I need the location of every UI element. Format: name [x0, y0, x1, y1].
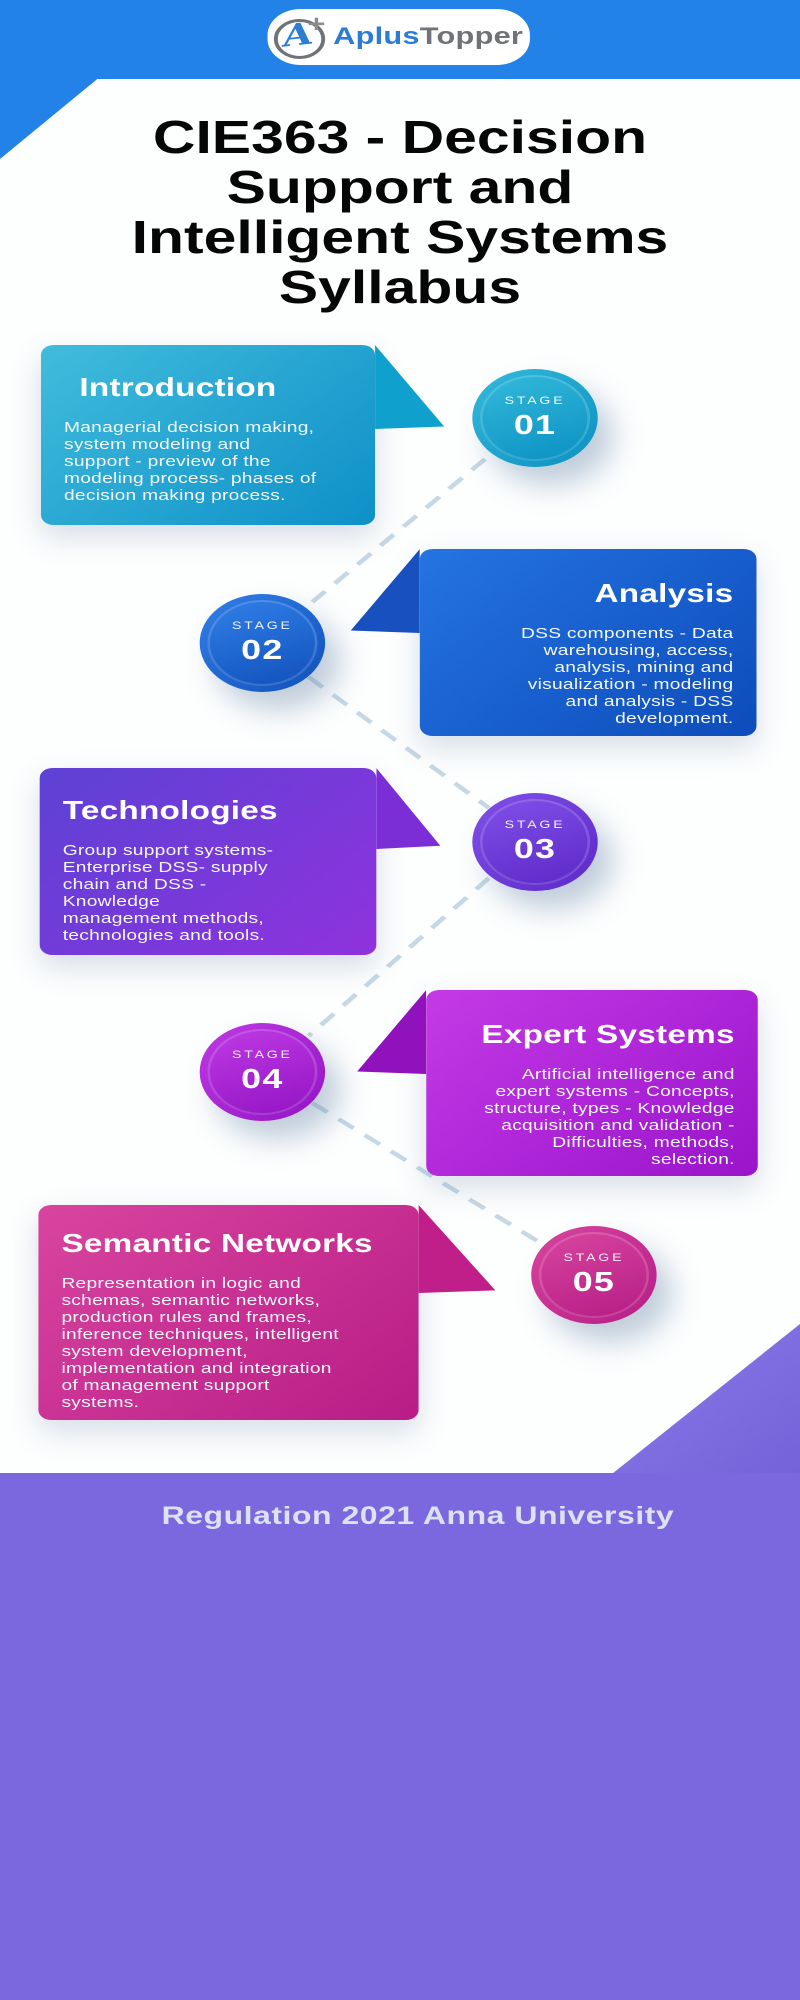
stage-1-badge-inner: STAGE 01 — [480, 375, 591, 461]
stage-4-body: Artificial intelligence and expert syste… — [484, 1066, 735, 1168]
page-title: CIE363 - Decision Support and Intelligen… — [0, 112, 800, 312]
stage-5-badge: STAGE 05 — [531, 1226, 657, 1324]
stage-1-label: STAGE — [504, 395, 566, 407]
a-plus-circle-icon: A + — [274, 11, 326, 59]
stage-2-badge-inner: STAGE 02 — [207, 600, 318, 686]
stage-3-title: Technologies — [62, 795, 278, 825]
stage-3-card: Technologies Group support systems- Ente… — [39, 768, 377, 955]
stage-2-badge: STAGE 02 — [199, 594, 326, 692]
page-title-line-3: Intelligent Systems — [131, 211, 669, 263]
stage-3-badge-inner: STAGE 03 — [480, 799, 591, 885]
page-title-line-4: Syllabus — [278, 261, 522, 313]
stage-1-number: 01 — [513, 409, 557, 440]
stage-1-badge: STAGE 01 — [472, 369, 598, 467]
stage-4-label: STAGE — [232, 1049, 293, 1061]
logo-wordmark: AplusTopper — [333, 23, 523, 51]
stage-4-badge: STAGE 04 — [199, 1023, 326, 1121]
connector-line-4 — [310, 1101, 546, 1247]
logo-plus-glyph: + — [307, 11, 326, 38]
stage-2-body: DSS components - Data warehousing, acces… — [521, 625, 734, 727]
stage-3-label: STAGE — [504, 819, 566, 831]
stage-4-badge-inner: STAGE 04 — [207, 1029, 318, 1115]
stage-5-card: Semantic Networks Representation in logi… — [38, 1205, 419, 1420]
logo-ring-icon — [274, 19, 326, 59]
stage-2-title: Analysis — [594, 578, 734, 608]
stage-1-body: Managerial decision making, system model… — [64, 419, 317, 504]
stage-3-body: Group support systems- Enterprise DSS- s… — [62, 842, 274, 944]
stage-4-title: Expert Systems — [481, 1019, 735, 1049]
stage-5-label: STAGE — [563, 1252, 625, 1264]
aplustopper-logo: A + AplusTopper — [267, 9, 530, 65]
connector-line-1 — [310, 457, 487, 604]
stage-3-number: 03 — [513, 833, 557, 864]
logo-wordmark-topper: Topper — [419, 23, 524, 50]
connector-line-3 — [306, 876, 491, 1038]
stage-4-number: 04 — [241, 1063, 284, 1094]
stage-2-card: Analysis DSS components - Data warehousi… — [419, 549, 757, 736]
stage-5-number: 05 — [572, 1266, 616, 1297]
page-title-line-2: Support and — [226, 161, 574, 213]
stage-3-badge: STAGE 03 — [472, 793, 598, 891]
stage-1-card: Introduction Managerial decision making,… — [40, 345, 376, 525]
connector-line-2 — [306, 675, 491, 810]
footer-band — [0, 1473, 800, 2000]
stage-5-body: Representation in logic and schemas, sem… — [61, 1275, 339, 1411]
page-title-line-1: CIE363 - Decision — [152, 111, 648, 163]
stage-4-card: Expert Systems Artificial intelligence a… — [426, 990, 758, 1176]
stage-2-number: 02 — [241, 634, 284, 665]
logo-wordmark-aplus: Aplus — [333, 23, 420, 50]
stage-2-label: STAGE — [232, 620, 293, 632]
stage-1-title: Introduction — [79, 372, 277, 402]
stage-5-title: Semantic Networks — [61, 1228, 373, 1258]
footer-text: Regulation 2021 Anna University — [161, 1502, 675, 1530]
stage-5-badge-inner: STAGE 05 — [538, 1232, 649, 1318]
